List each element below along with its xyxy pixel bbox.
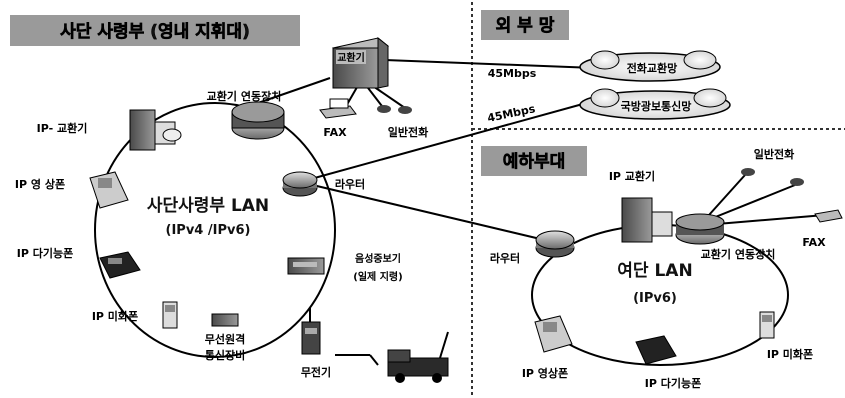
hq-title-banner: 사단 사령부 (영내 지휘대) [10,15,300,46]
sub-fax-label: FAX [802,236,826,249]
ip-phone-icon [163,302,177,328]
external-title-banner: 외 부 망 [481,10,569,40]
hq-router-icon [283,172,317,196]
exchange-server-icon: 교환기 [333,38,388,88]
sub-phone-icon [741,168,804,186]
radio-link-device-icon [212,314,238,326]
fax-label: FAX [323,126,347,139]
radio-link-label-2: 통신장비 [205,348,245,362]
ip-multi-phone-icon [100,252,140,278]
speed2-label: 45Mbps [486,102,537,125]
sub-phone-label: 일반전화 [754,147,794,161]
subunit-title-banner: 예하부대 [481,146,587,176]
voice-gateway-icon [288,258,324,274]
hq-video-phone-label: IP 영 상폰 [15,177,65,191]
hq-lan-name: 사단사령부 LAN [147,195,269,216]
fax-icon [320,99,356,118]
cloud-defense-network: 국방광보통신망 [580,89,730,119]
sub-fax-icon [815,210,842,222]
sub-lan-proto: (IPv6) [633,291,677,306]
speed1-label: 45Mbps [488,67,537,80]
sub-exchange-link-icon [676,214,724,244]
external-net2-label: 국방광보통신망 [621,99,692,113]
sub-router-icon [536,231,574,257]
hq-lan-proto: (IPv4 /IPv6) [166,223,251,238]
ip-video-phone-icon [90,172,128,208]
subunit-title: 예하부대 [503,152,566,172]
vehicle-icon [388,332,448,383]
external-title: 외 부 망 [496,16,555,36]
voice-gateway-label-2: (일제 지령) [353,270,402,283]
sub-ip-phone-label: IP 미화폰 [767,347,813,361]
ip-exchange-icon [130,110,181,150]
sub-ip-exchange-icon [622,198,672,242]
sub-router-label: 라우터 [490,251,520,265]
radio-label: 무전기 [301,365,331,379]
sub-multi-phone-icon [636,336,676,364]
voice-gateway-label-1: 음성중보기 [355,252,401,265]
exchange-link-device-icon [232,102,284,139]
exchange-top-label: 교환기 [337,51,365,64]
sub-ip-exchange-label: IP 교환기 [609,169,655,183]
radio-link-label-1: 무선원격 [205,332,245,346]
hq-multi-phone-label: IP 다기능폰 [17,246,73,260]
hq-router-label: 라우터 [335,177,365,191]
exchange-link-label: 교환기 연동장치 [207,89,282,103]
hq-title: 사단 사령부 (영내 지휘대) [60,21,250,42]
sub-ip-phone-icon [760,312,774,338]
ip-exchange-label: IP- 교환기 [37,121,88,135]
phone-icon [377,105,412,114]
sub-video-phone-icon [535,316,572,352]
external-net1-label: 전화교환망 [627,61,678,75]
cloud-phone-network: 전화교환망 [580,51,720,81]
sub-exchange-link-label: 교환기 연동장치 [701,247,776,261]
hq-ip-phone-label: IP 미화폰 [92,309,138,323]
sub-video-phone-label: IP 영상폰 [522,366,568,380]
sub-lan-name: 여단 LAN [617,261,692,281]
sub-multi-phone-label: IP 다기능폰 [645,376,701,390]
phone-label: 일반전화 [388,125,428,139]
